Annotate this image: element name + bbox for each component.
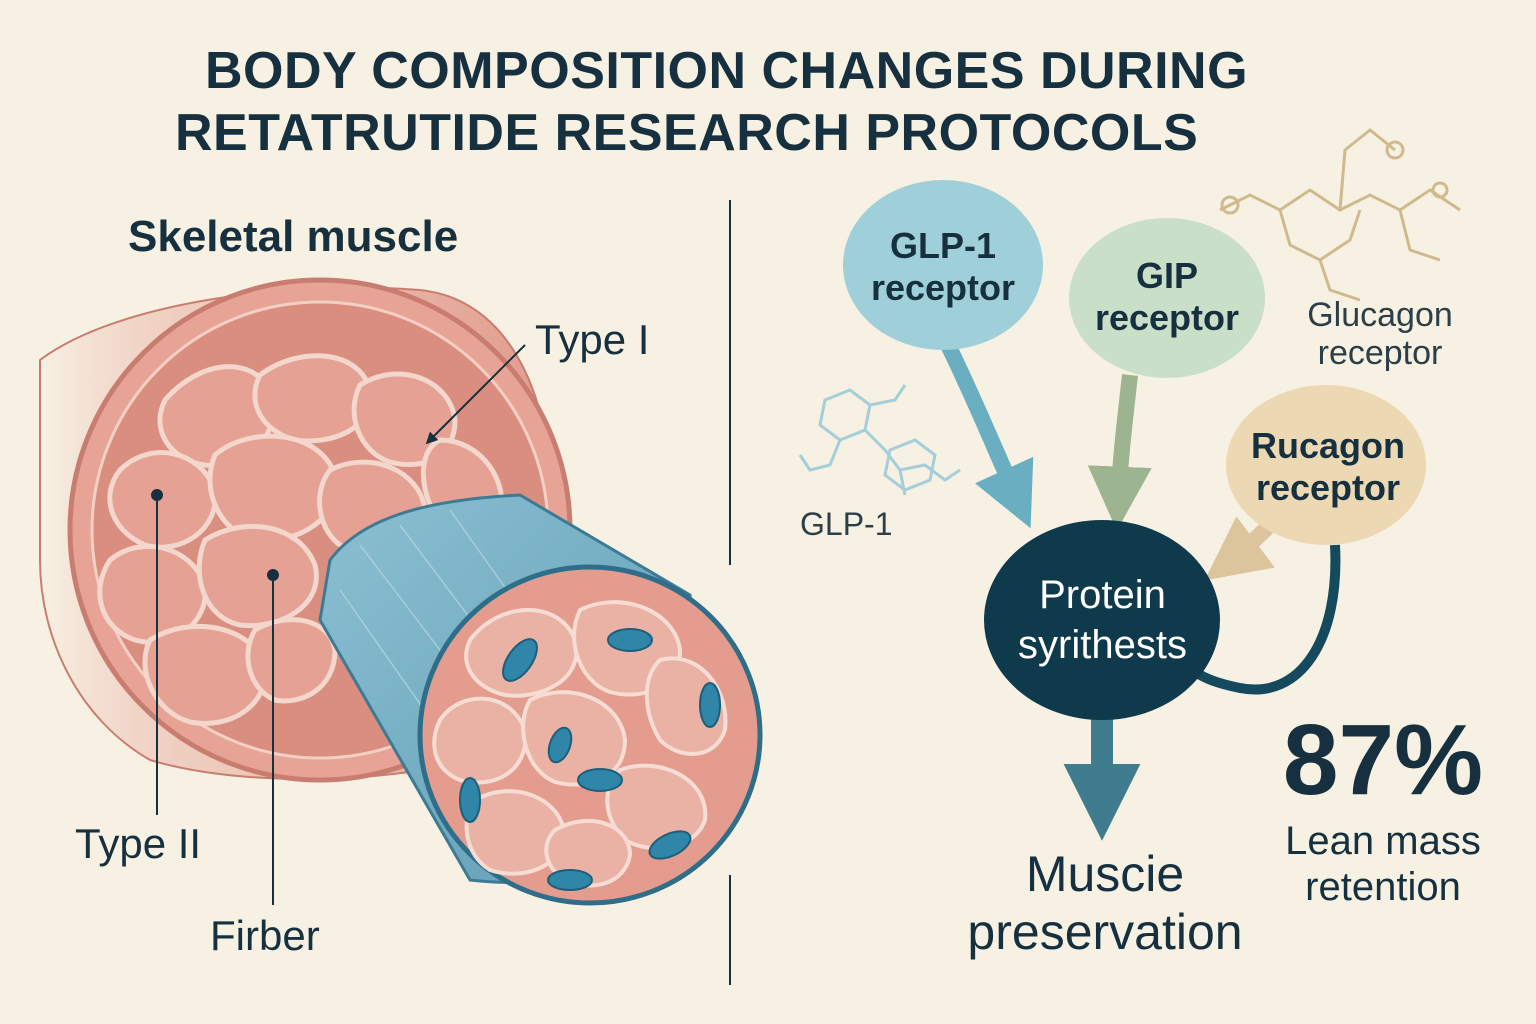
leader-lines xyxy=(151,344,526,905)
lean-mass-stat-value: 87% xyxy=(1282,704,1484,816)
gip-receptor-label: GIP receptor xyxy=(1094,255,1240,338)
glucagon-receptor-label: Glucagon receptor xyxy=(1307,296,1453,372)
glp1-receptor-label: GLP-1 receptor xyxy=(870,225,1016,308)
nuclei xyxy=(459,628,721,891)
title-line-1: BODY COMPOSITION CHANGES DURING xyxy=(205,42,1249,100)
rucagon-receptor-node xyxy=(1226,385,1426,545)
arrow-gip-to-protein xyxy=(1087,374,1152,531)
muscle-preservation-label: Muscie preservation xyxy=(967,846,1243,960)
pathway-arrows xyxy=(940,341,1341,841)
molecule-sketch-glp1 xyxy=(798,384,961,496)
rucagon-receptor-label: Rucagon receptor xyxy=(1250,425,1405,508)
glp1-molecule-label: GLP-1 xyxy=(800,506,893,542)
molecule-sketch-glucagon xyxy=(1219,128,1461,302)
section-label-skeletal-muscle: Skeletal muscle xyxy=(128,212,459,261)
lean-mass-stat-label: Lean mass retention xyxy=(1285,819,1481,909)
muscle-illustration xyxy=(39,277,763,906)
connector-glucagon-to-protein xyxy=(1192,544,1341,695)
page-title: BODY COMPOSITION CHANGES DURING RETATRUT… xyxy=(0,40,1536,164)
glp1-receptor-node xyxy=(843,180,1043,350)
type1-leader xyxy=(425,344,526,445)
protein-synthesis-node xyxy=(984,520,1220,720)
gip-receptor-node xyxy=(1069,218,1265,378)
arrow-glp1-to-protein xyxy=(940,341,1034,529)
type2-label: Type II xyxy=(75,820,202,867)
type1-label: Type I xyxy=(535,316,650,363)
title-line-2: RETATRUTIDE RESEARCH PROTOCOLS xyxy=(175,104,1199,162)
protein-synthesis-label: Protein syrithests xyxy=(1018,573,1187,667)
fiber-label: Firber xyxy=(210,912,320,959)
